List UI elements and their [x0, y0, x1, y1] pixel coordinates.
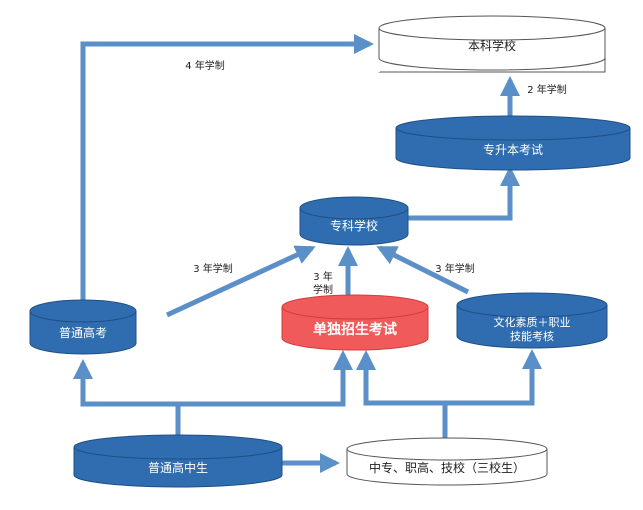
arrow-highschool-to-gaokao: [73, 359, 181, 437]
node-single-exam: 单独招生考试: [281, 294, 429, 351]
node-gaokao-label: 普通高考: [59, 325, 107, 340]
node-junior-college-label: 专科学校: [330, 218, 378, 233]
arrow-culture-to-college: [376, 245, 470, 295]
node-upgrade-exam: 专升本考试: [395, 115, 631, 171]
arrow-gaokao-to-college: [165, 245, 316, 318]
arrow-college-to-upgrade: [408, 166, 520, 221]
node-bachelor-school: 本科学校: [378, 15, 606, 73]
node-high-school: 普通高中生: [73, 434, 283, 488]
node-upgrade-exam-label: 专升本考试: [483, 142, 543, 157]
node-vocational-students: 中专、职高、技校（三校生）: [346, 437, 548, 486]
label-three-year-mid-2: 学制: [313, 283, 333, 296]
connectors: [73, 34, 542, 473]
arrow-gaokao-to-bachelor: [80, 34, 374, 305]
label-two-year: 2 年学制: [527, 83, 567, 96]
node-gaokao: 普通高考: [29, 299, 137, 355]
label-three-year-right: 3 年学制: [435, 262, 475, 275]
node-culture-skill: 文化素质＋职业 技能考核: [456, 292, 608, 349]
label-four-year: 4 年学制: [185, 59, 225, 72]
label-three-year-left: 3 年学制: [193, 262, 233, 275]
node-high-school-label: 普通高中生: [148, 460, 208, 475]
node-vocational-students-label: 中专、职高、技校（三校生）: [369, 460, 525, 475]
arrow-vocational-to-single: [356, 350, 448, 440]
arrow-vocational-to-culture: [445, 349, 542, 406]
arrow-highschool-to-single: [178, 350, 353, 407]
node-culture-skill-label-1: 文化素质＋职业: [494, 315, 571, 329]
node-single-exam-label: 单独招生考试: [313, 321, 397, 338]
node-culture-skill-label-2: 技能考核: [510, 329, 554, 343]
node-junior-college: 专科学校: [299, 196, 409, 246]
node-bachelor-school-label: 本科学校: [468, 38, 516, 53]
label-three-year-mid-1: 3 年: [313, 270, 333, 283]
